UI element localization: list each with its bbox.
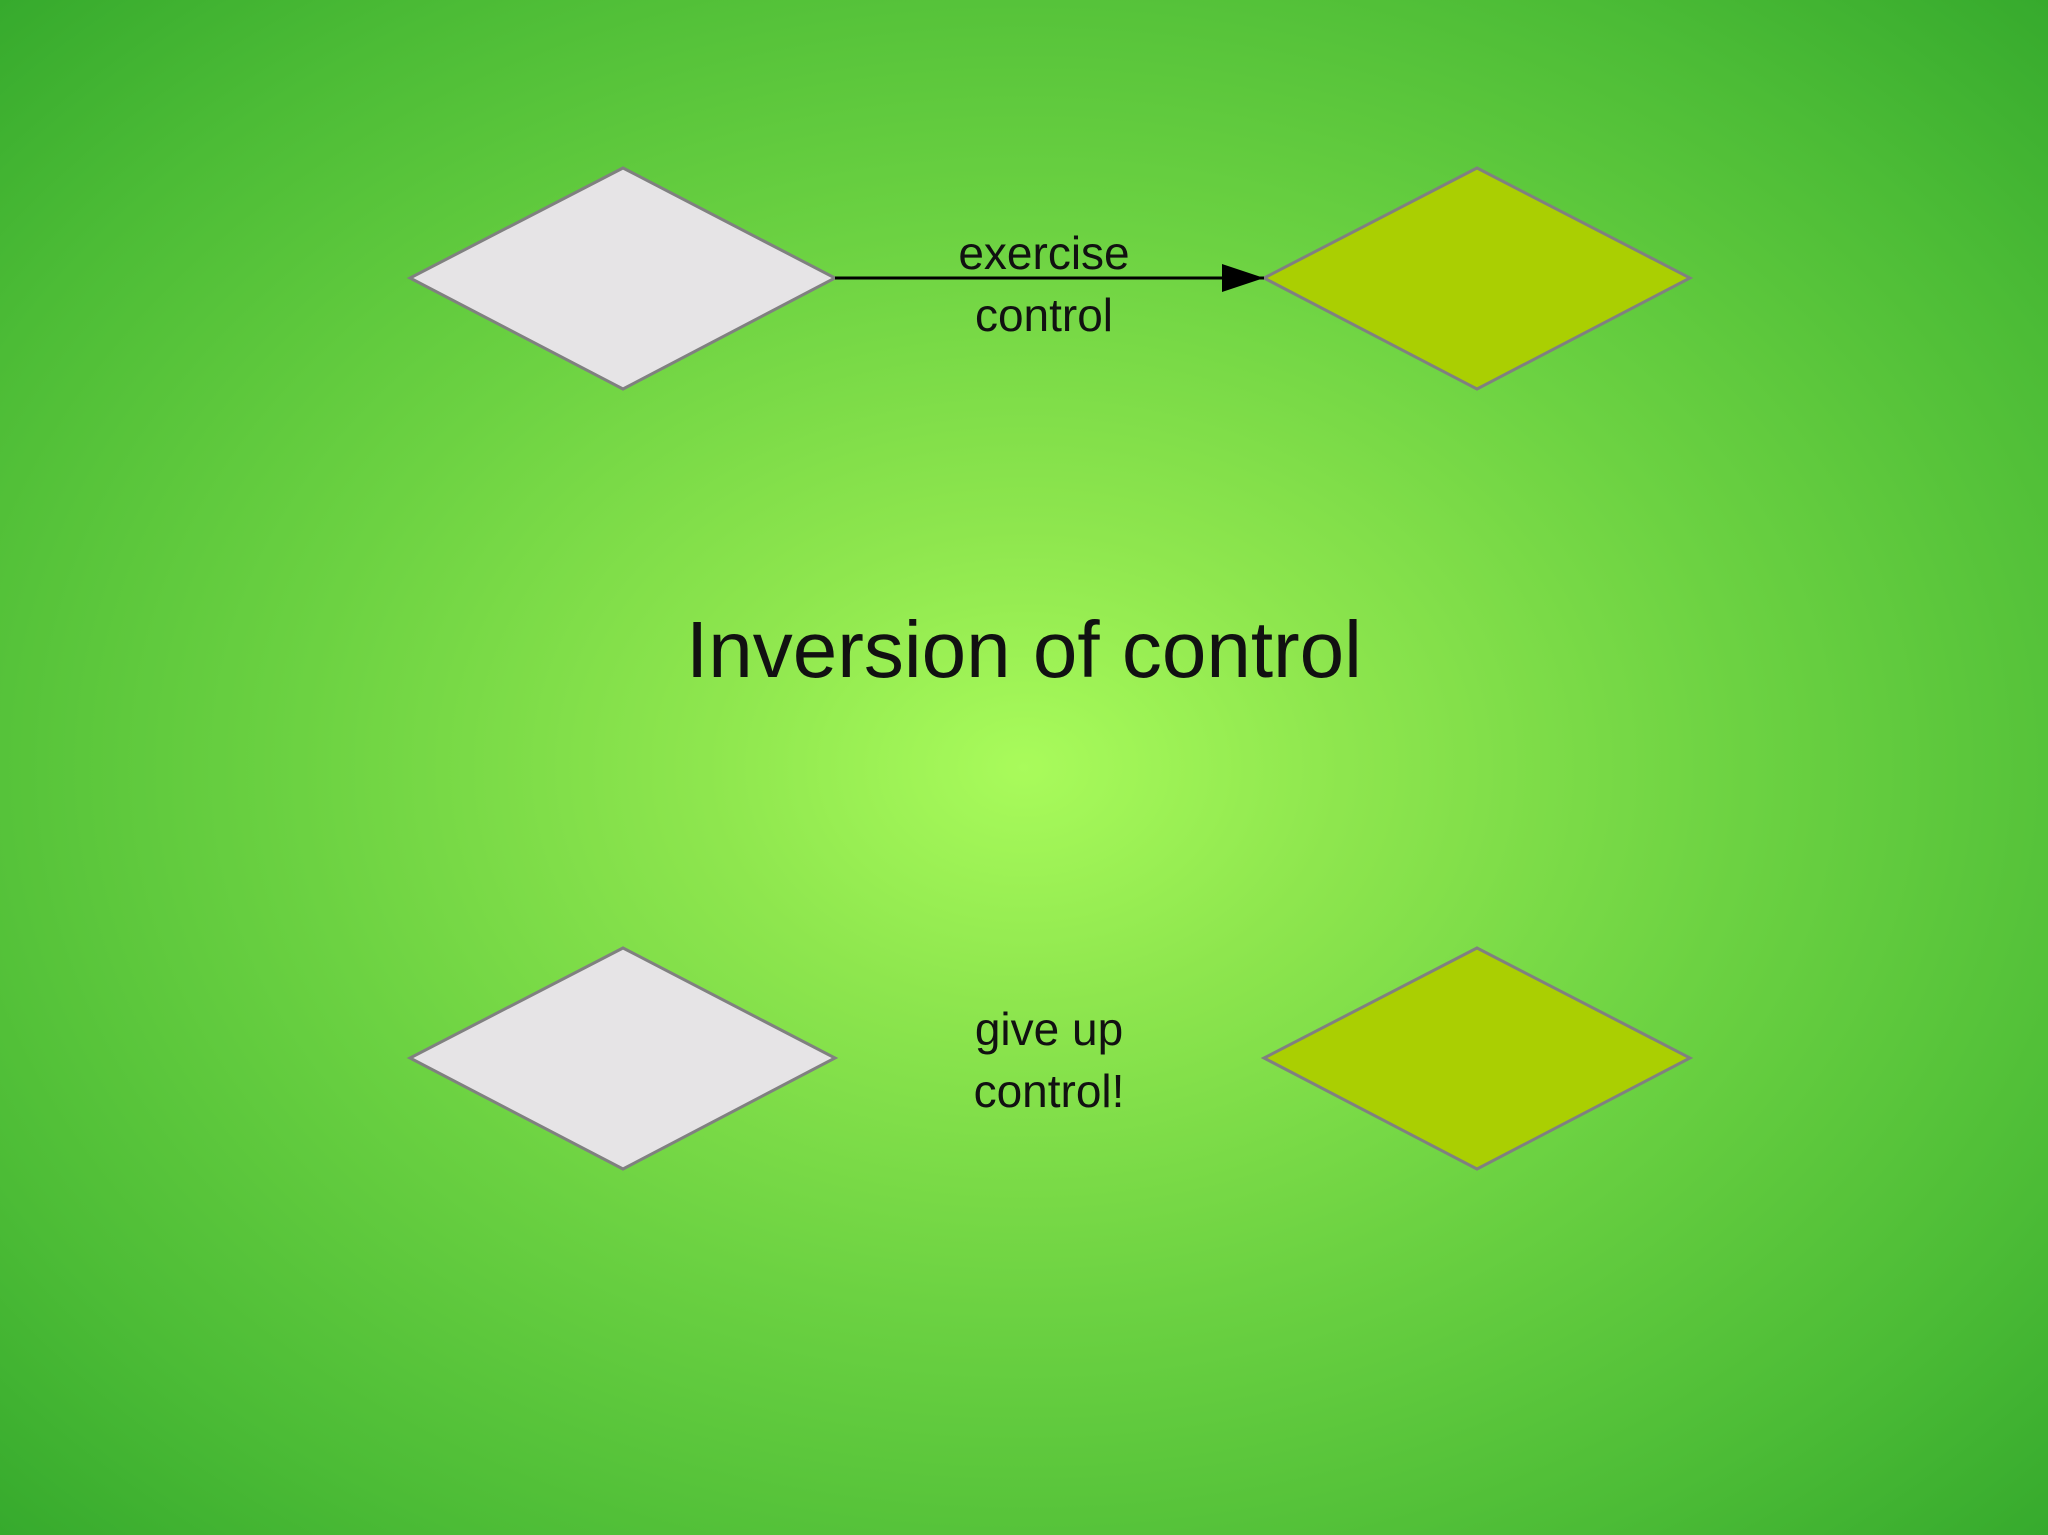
top-left-diamond (406, 166, 839, 391)
top-right-diamond (1260, 166, 1694, 391)
give-up-control-label: give up control! (973, 1003, 1125, 1117)
bottom-left-diamond (406, 946, 839, 1171)
exercise-control-label: exercise control (958, 227, 1130, 341)
bottom-right-diamond (1260, 946, 1694, 1171)
slide-title: Inversion of control (686, 605, 1362, 694)
